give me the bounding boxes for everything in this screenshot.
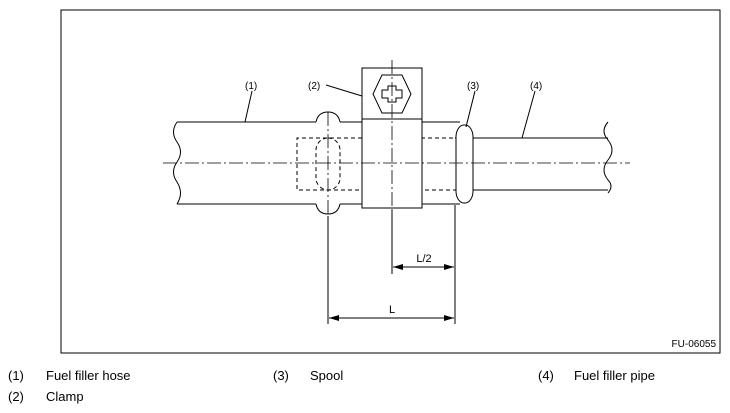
legend-item-4: (4) Fuel filler pipe: [538, 368, 723, 384]
legend-number: (3): [273, 368, 289, 383]
legend-label: Fuel filler pipe: [574, 368, 655, 383]
legend-number: (2): [8, 389, 24, 404]
legend-number: (1): [8, 368, 24, 383]
dimension-label-full: L: [389, 304, 395, 316]
legend-label: Spool: [310, 368, 344, 383]
legend-item-2: (2) Clamp: [8, 389, 238, 405]
callout-2: (2): [308, 81, 320, 92]
callout-leaders: [244, 84, 536, 139]
callout-4: (4): [530, 81, 542, 92]
extension-lines: [327, 205, 456, 324]
figure-frame: [60, 9, 721, 354]
spool: [455, 124, 474, 204]
legend-label: Clamp: [46, 389, 84, 404]
legend-item-1: (1) Fuel filler hose: [8, 368, 238, 384]
center-lines: [163, 60, 630, 216]
fuel-filler-hose: [173, 111, 460, 215]
legend-number: (4): [538, 368, 554, 383]
figure-code: FU-06055: [672, 339, 717, 350]
legend-label: Fuel filler hose: [46, 368, 131, 383]
dimension-label-half: L/2: [416, 253, 431, 265]
callout-1: (1): [245, 81, 257, 92]
callout-3: (3): [467, 81, 479, 92]
legend-item-3: (3) Spool: [273, 368, 473, 384]
fuel-filler-pipe: [455, 121, 613, 194]
clamp-screw-icon: [372, 74, 412, 114]
